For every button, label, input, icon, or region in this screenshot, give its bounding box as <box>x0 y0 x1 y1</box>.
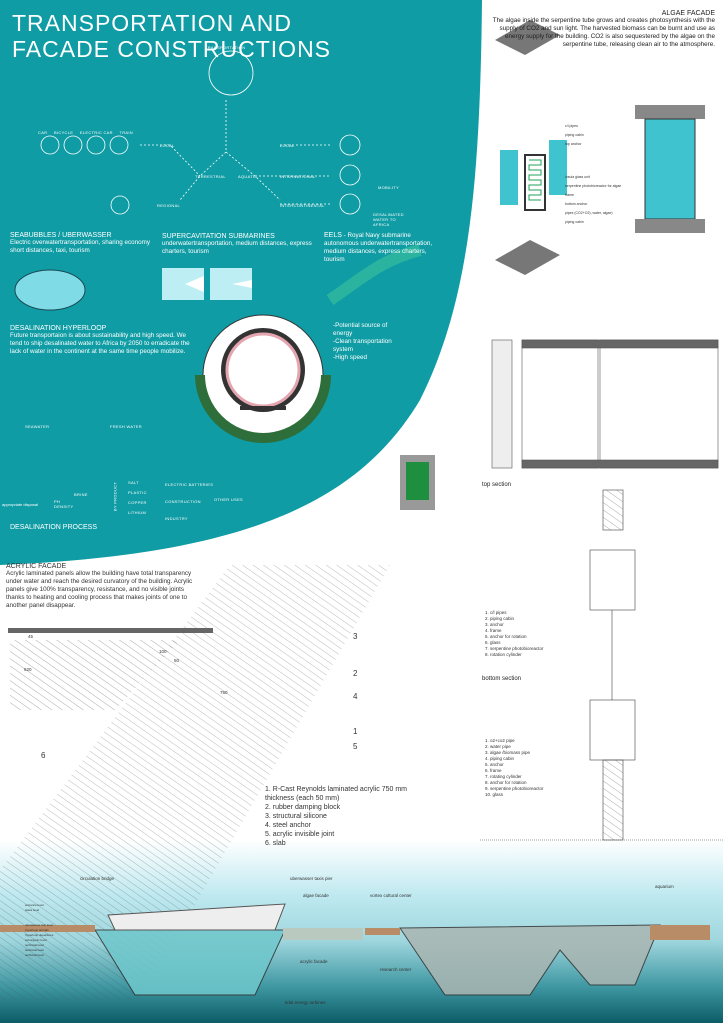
label-seawater: seawater <box>25 424 50 429</box>
label-tidal-turbines: tidal energy turbines <box>285 1000 326 1005</box>
label-international: INTERNATIONAL <box>280 174 316 179</box>
label-vortex-center: vortex cultural center <box>370 893 412 898</box>
label-disposal: appropriate disposal <box>2 502 39 507</box>
label-ph: pH density <box>54 499 74 509</box>
label-aquarium: aquarium <box>655 884 674 889</box>
label-regional: REGIONAL <box>157 203 181 208</box>
eel-submarine-image <box>326 244 422 305</box>
dim-100: 100 <box>159 649 167 654</box>
dim-50: 50 <box>174 658 180 663</box>
callout-6: 6 <box>41 751 46 760</box>
algae-exploded-axonometric <box>495 20 705 275</box>
seabubble-image <box>14 269 86 311</box>
label-brine: brine <box>74 492 88 497</box>
label-acrylic-facade: acrylic facade <box>300 959 328 964</box>
acrylic-panel-hatch <box>0 565 390 1000</box>
byproducts: saltplasticcopperlithium <box>128 480 147 515</box>
hyperloop-section <box>195 314 331 443</box>
label-desalinated: DESALINATED WATER TO AFRICA <box>373 212 404 227</box>
dim-620: 620 <box>24 667 32 672</box>
label-circulation-bridge: circulation bridge <box>80 876 115 881</box>
label-local-right: LOCAL <box>280 143 295 148</box>
diagram-root-label: TRANSPORTATION <box>205 45 246 50</box>
terrestrial-icon-labels: CAR BICYCLE ELECTRIC CAR TRAIN <box>38 130 133 135</box>
label-intercontinental: INTERCONTINENTAL <box>280 203 325 208</box>
dim-750: 750 <box>220 690 228 695</box>
train-icon: TRAIN <box>119 130 133 135</box>
bottom-section-title: bottom section <box>482 676 522 682</box>
bicycle-icon: BICYCLE <box>54 130 74 135</box>
label-research-center: research center <box>380 967 412 972</box>
dim-45: 45 <box>28 634 34 639</box>
label-uberwasser-pier: uberwasser taxis pier <box>290 876 333 881</box>
label-local-left: LOCAL <box>160 143 175 148</box>
uses: electric batteriesconstructionindustry <box>165 482 214 521</box>
label-algae-facade: algae facade <box>303 893 329 898</box>
electric-car-icon: ELECTRIC CAR <box>79 130 113 135</box>
slab-top <box>8 628 213 633</box>
label-terrestrial: TERRESTRIAL <box>195 174 226 179</box>
callout-2: 2 <box>353 669 358 678</box>
label-other-uses: other uses <box>214 497 244 502</box>
callout-1: 1 <box>353 727 358 736</box>
car-icon: CAR <box>38 130 48 135</box>
label-aquatic: AQUATIC <box>238 174 258 179</box>
desalination-title: DESALINATION PROCESS <box>10 524 98 531</box>
section-details <box>480 489 723 841</box>
callout-3: 3 <box>353 632 358 641</box>
transport-diagram <box>40 50 361 215</box>
label-mobility: MOBILITY <box>378 185 400 190</box>
label-by-product: by product <box>112 481 118 512</box>
slab-hatch <box>10 640 180 710</box>
algae-elevation <box>491 339 719 469</box>
label-fresh-water: fresh water <box>110 424 142 429</box>
callout-5: 5 <box>353 742 358 751</box>
acrylic-legend: 1. R-Cast Reynolds laminated acrylic 750… <box>265 786 407 847</box>
top-section-title: top section <box>482 482 512 488</box>
callout-4: 4 <box>353 692 358 701</box>
building-section <box>0 903 710 996</box>
hyperloop-benefits: -Potential source of energy-Clean transp… <box>333 322 392 361</box>
eels-block: EELS - Royal Navy submarine autonomous u… <box>324 232 433 263</box>
